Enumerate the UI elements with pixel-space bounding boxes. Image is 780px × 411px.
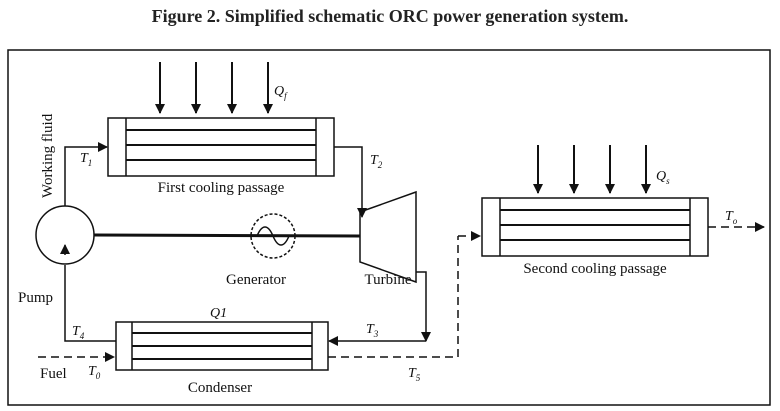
to-label: To — [725, 209, 738, 226]
turbine-label: Turbine — [365, 272, 412, 288]
t5-label: T5 — [408, 366, 421, 383]
t1-label: T1 — [80, 151, 92, 168]
qs-label: Qs — [656, 169, 670, 186]
pump — [35, 205, 95, 265]
heat-input-arrows-second — [533, 145, 651, 194]
generator-label: Generator — [226, 272, 286, 288]
pump-label: Pump — [18, 290, 53, 306]
outer-frame — [7, 49, 771, 406]
t2-label: T2 — [370, 153, 383, 170]
working-fluid-lines — [64, 142, 431, 346]
q1-label: Q1 — [210, 306, 227, 321]
qf-label: Qf — [274, 84, 288, 101]
first-cooling-passage — [107, 117, 335, 177]
shaft — [93, 233, 361, 238]
t3-label: T3 — [366, 322, 379, 339]
fuel-lines — [38, 222, 765, 362]
figure-title: Figure 2. Simplified schematic ORC power… — [151, 6, 629, 26]
fuel-label: Fuel — [40, 366, 67, 382]
working-fluid-label: Working fluid — [40, 113, 56, 198]
first-cooling-passage-label: First cooling passage — [158, 180, 285, 196]
t0-label: T0 — [88, 364, 101, 381]
condenser — [115, 321, 329, 371]
second-cooling-passage-label: Second cooling passage — [523, 261, 667, 277]
heat-input-arrows-first — [155, 62, 273, 114]
turbine — [359, 190, 417, 284]
condenser-label: Condenser — [188, 380, 252, 396]
t4-label: T4 — [72, 324, 85, 341]
second-cooling-passage — [481, 197, 709, 257]
